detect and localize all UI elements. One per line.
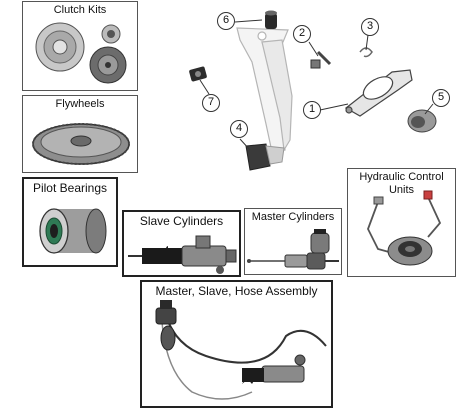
- category-hydraulic-control-units[interactable]: Hydraulic Control Units: [347, 168, 456, 277]
- flywheels-title: Flywheels: [55, 98, 105, 110]
- pedal-pad-icon: [245, 143, 285, 171]
- slave-cylinder-icon: [128, 235, 237, 274]
- master-cylinders-title: Master Cylinders: [251, 211, 335, 223]
- master-cylinder-icon: [247, 229, 339, 270]
- callout-leaders: [199, 19, 434, 151]
- pilot-bearing-icon: [39, 208, 107, 254]
- category-clutch-kits[interactable]: Clutch Kits: [22, 1, 138, 91]
- spring-clip-icon: [359, 47, 373, 58]
- callout-7: 7: [202, 94, 220, 112]
- clutch-kit-icon: [35, 22, 127, 84]
- category-master-cylinders[interactable]: Master Cylinders: [244, 208, 342, 275]
- pilot-bearings-title: Pilot Bearings: [32, 181, 108, 195]
- bushing-block-icon: [189, 66, 207, 82]
- pivot-bolt-icon: [310, 50, 332, 69]
- slave-cylinders-title: Slave Cylinders: [139, 214, 224, 228]
- callout-2: 2: [293, 25, 311, 43]
- hydraulic-control-unit-icon: [367, 190, 442, 266]
- clutch-kits-title: Clutch Kits: [53, 4, 107, 16]
- callout-5: 5: [432, 89, 450, 107]
- clutch-pedal-icon: [236, 27, 293, 153]
- hydraulic-assembly-icon: [155, 300, 327, 400]
- category-master-slave-hose-assembly[interactable]: Master, Slave, Hose Assembly: [140, 280, 333, 408]
- callout-1: 1: [303, 101, 321, 119]
- flywheel-icon: [32, 123, 130, 165]
- callout-3: 3: [361, 18, 379, 36]
- callout-6: 6: [217, 12, 235, 30]
- bushing-icon: [265, 10, 277, 29]
- category-slave-cylinders[interactable]: Slave Cylinders: [122, 210, 241, 277]
- callout-4: 4: [230, 120, 248, 138]
- release-bearing-icon: [407, 109, 437, 133]
- assembly-title: Master, Slave, Hose Assembly: [155, 284, 318, 298]
- release-fork-icon: [344, 69, 413, 117]
- category-pilot-bearings[interactable]: Pilot Bearings: [22, 177, 118, 267]
- hydraulic-control-units-title: Hydraulic Control Units: [359, 171, 444, 196]
- category-flywheels[interactable]: Flywheels: [22, 95, 138, 173]
